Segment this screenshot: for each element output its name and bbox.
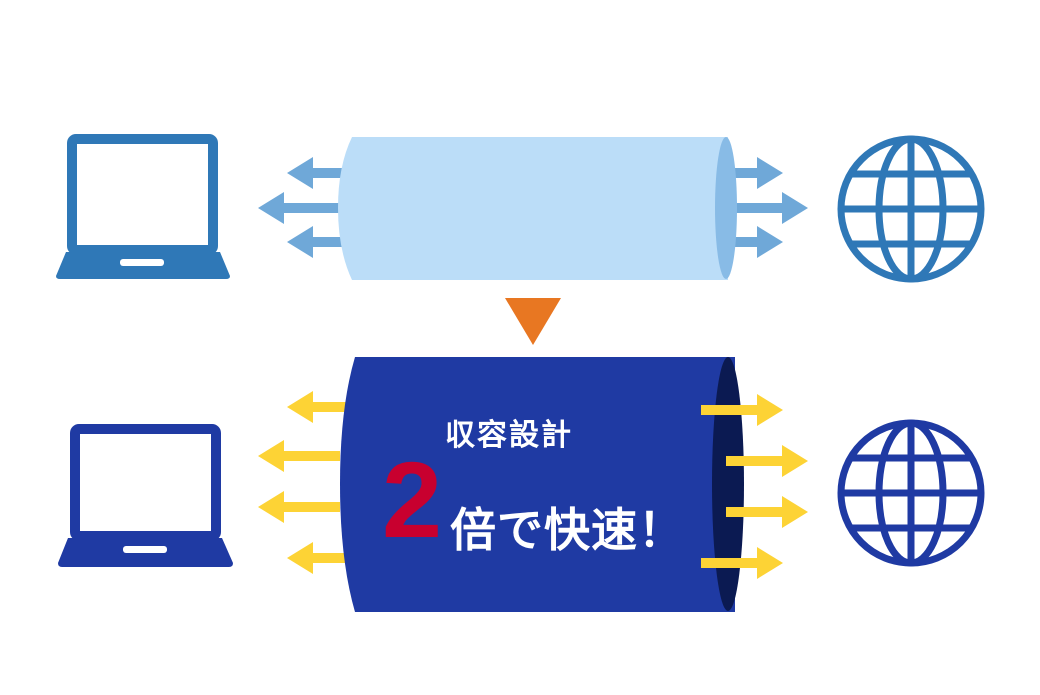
laptop-icon-before [56,134,230,279]
globe-icon-before [837,135,985,283]
pipe-title: 収容設計 [445,418,573,453]
speed-tagline: 倍で快速！ [450,503,685,557]
laptop-icon-after [58,424,233,567]
globe-icon-after [837,419,985,567]
down-triangle-icon [505,298,561,345]
multiplier-number: 2 [382,439,443,560]
pipe-after [340,357,744,612]
pipe-before [338,137,737,280]
